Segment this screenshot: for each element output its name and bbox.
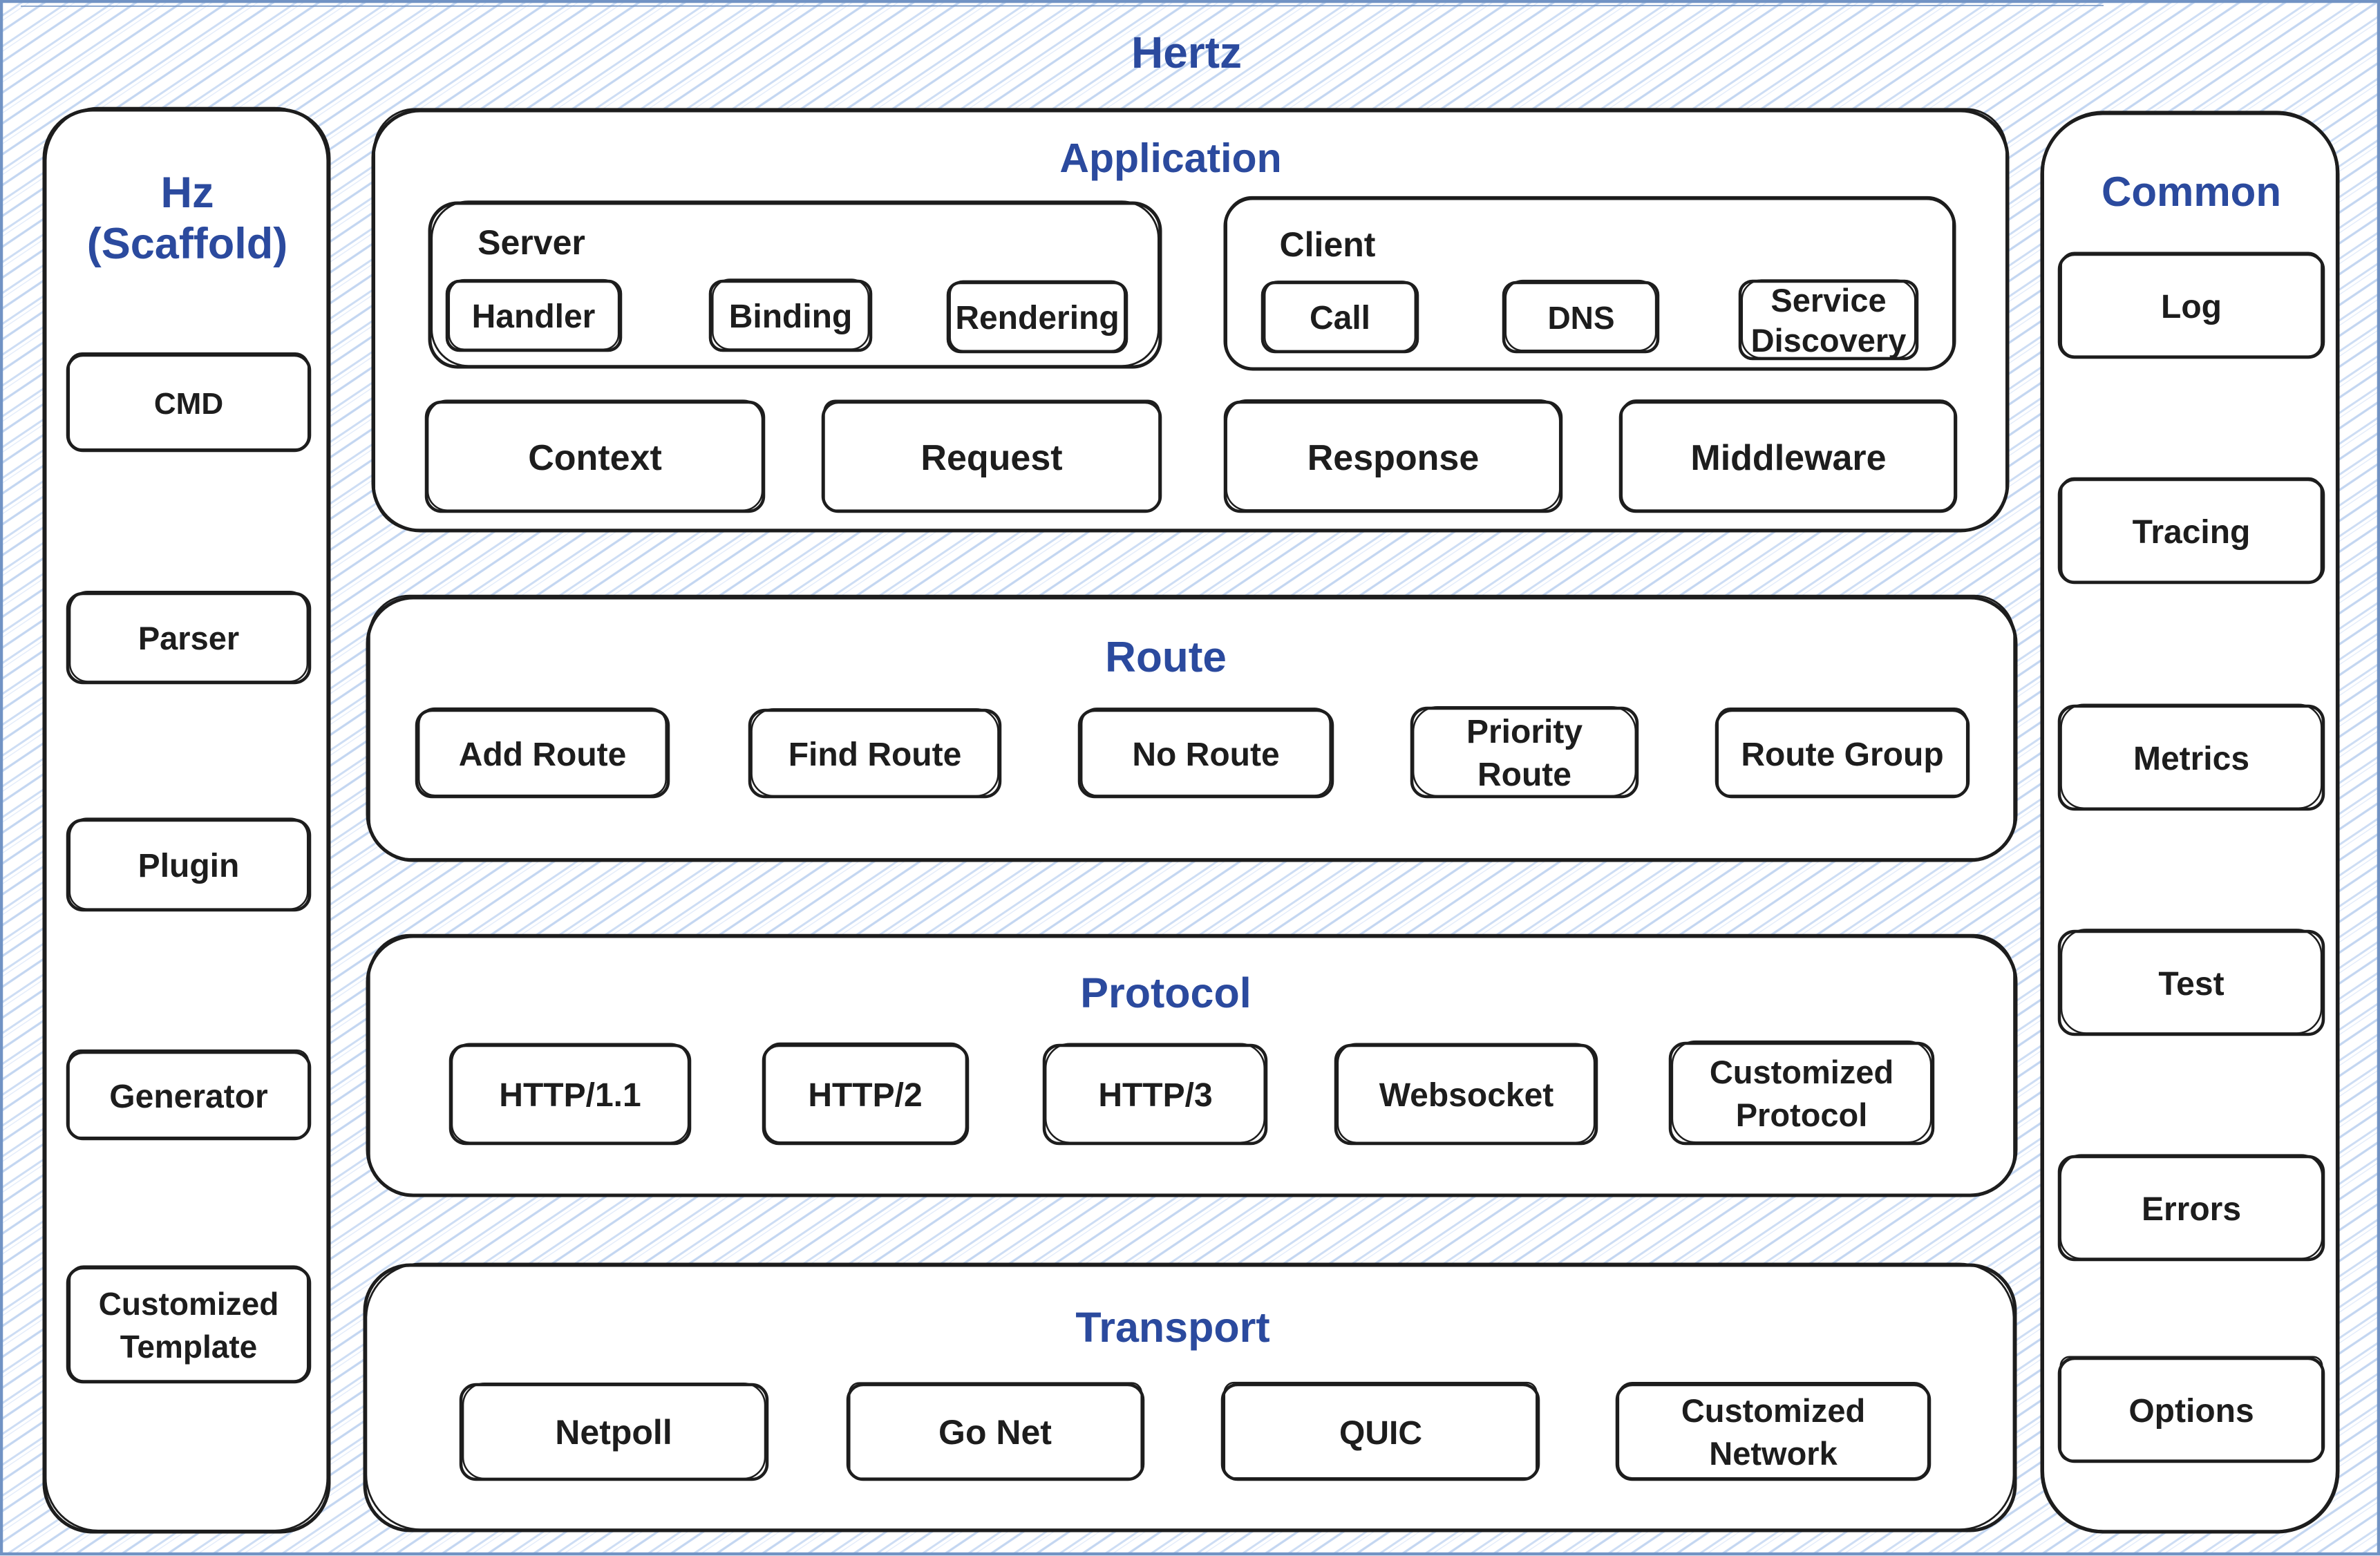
svg-text:Route: Route <box>1477 757 1571 793</box>
svg-text:Request: Request <box>920 438 1062 478</box>
svg-text:HTTP/2: HTTP/2 <box>808 1077 922 1114</box>
svg-text:Generator: Generator <box>109 1079 267 1115</box>
svg-text:Middleware: Middleware <box>1690 438 1886 478</box>
svg-text:Hz: Hz <box>161 169 214 217</box>
svg-text:DNS: DNS <box>1547 300 1614 336</box>
svg-text:HTTP/1.1: HTTP/1.1 <box>499 1077 641 1114</box>
svg-text:Common: Common <box>2102 169 2281 215</box>
svg-text:Binding: Binding <box>729 298 853 335</box>
svg-text:No Route: No Route <box>1132 737 1279 773</box>
svg-text:HTTP/3: HTTP/3 <box>1098 1077 1212 1114</box>
svg-text:Customized: Customized <box>1710 1054 1893 1090</box>
svg-text:Context: Context <box>528 438 662 478</box>
svg-text:Protocol: Protocol <box>1736 1097 1868 1133</box>
svg-text:Test: Test <box>2158 966 2224 1003</box>
svg-text:Add Route: Add Route <box>459 737 627 773</box>
svg-text:Network: Network <box>1709 1435 1838 1472</box>
svg-text:QUIC: QUIC <box>1339 1415 1422 1452</box>
svg-text:Response: Response <box>1307 438 1480 478</box>
svg-text:Client: Client <box>1280 225 1376 264</box>
svg-text:Route Group: Route Group <box>1741 737 1943 773</box>
svg-text:Customized: Customized <box>99 1286 279 1322</box>
svg-text:Find Route: Find Route <box>788 737 962 773</box>
svg-text:Parser: Parser <box>138 620 239 656</box>
svg-text:Discovery: Discovery <box>1751 322 1907 359</box>
svg-text:Websocket: Websocket <box>1379 1077 1554 1114</box>
svg-text:Customized: Customized <box>1681 1392 1865 1429</box>
svg-text:Handler: Handler <box>472 298 596 335</box>
svg-text:Log: Log <box>2161 289 2222 325</box>
svg-text:Call: Call <box>1310 300 1370 336</box>
svg-text:Service: Service <box>1770 282 1886 319</box>
svg-text:Application: Application <box>1059 135 1281 181</box>
svg-text:Priority: Priority <box>1466 714 1583 750</box>
svg-text:Go Net: Go Net <box>938 1413 1052 1452</box>
svg-text:Template: Template <box>120 1329 258 1365</box>
svg-text:Transport: Transport <box>1075 1304 1269 1351</box>
svg-text:Plugin: Plugin <box>138 848 240 884</box>
svg-text:Metrics: Metrics <box>2133 741 2249 777</box>
svg-text:Options: Options <box>2128 1393 2254 1430</box>
svg-text:Rendering: Rendering <box>955 300 1119 336</box>
svg-text:Server: Server <box>478 223 585 262</box>
svg-text:Tracing: Tracing <box>2133 514 2251 551</box>
svg-text:Netpoll: Netpoll <box>555 1413 672 1452</box>
svg-text:Hertz: Hertz <box>1131 28 1242 77</box>
svg-text:Protocol: Protocol <box>1080 969 1251 1016</box>
svg-text:(Scaffold): (Scaffold) <box>87 220 287 268</box>
svg-text:Errors: Errors <box>2142 1191 2241 1228</box>
svg-text:CMD: CMD <box>154 387 223 421</box>
svg-text:Route: Route <box>1105 634 1227 681</box>
